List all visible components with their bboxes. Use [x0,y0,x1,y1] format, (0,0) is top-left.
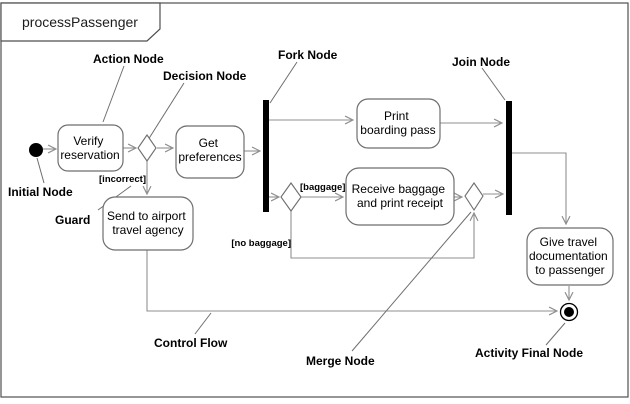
edge-join-to-give-travel [512,152,566,224]
edge-no-baggage-to-merge [290,211,474,259]
baggage-decision-diamond [280,182,302,212]
guard-incorrect: [incorrect] [99,174,146,185]
decision-node-diamond [137,134,157,162]
pointer-initial-node [36,157,45,184]
label-guard: Guard [55,213,90,227]
diagram-title-tab [0,2,161,42]
diagram-title: processPassenger [22,14,138,30]
receive-baggage-label: Receive baggage and print receipt [352,182,449,210]
label-join-node: Join Node [452,55,510,69]
pointer-fork-node [269,61,298,104]
action-receive-baggage [345,167,455,226]
give-travel-docs-label: Give travel documentation to passenger [529,235,611,277]
merge-node-diamond [464,182,484,212]
pointer-action-node [102,65,125,123]
action-give-travel-docs [526,227,614,286]
diagram-frame [0,2,629,398]
guard-baggage: [baggage] [300,182,345,193]
fork-node-bar [263,100,269,212]
pointer-merge-node [351,211,472,352]
label-activity-final-node: Activity Final Node [475,346,583,360]
activity-final-node [564,307,574,317]
action-send-to-airport [102,196,194,251]
pointer-join-node [481,67,506,101]
join-node-bar [506,101,512,215]
pointer-decision-node [147,82,185,141]
print-boarding-pass-label: Print boarding pass [360,109,435,137]
edge-send-airport-to-final [146,250,557,311]
action-verify-reservation [57,124,124,172]
label-decision-node: Decision Node [163,69,247,83]
label-action-node: Action Node [93,52,164,66]
label-merge-node: Merge Node [306,354,375,368]
action-get-preferences [175,125,245,179]
verify-reservation-label: Verify reservation [60,134,119,162]
label-control-flow: Control Flow [154,336,228,350]
pointer-activity-final-node [545,322,566,346]
guard-no-baggage: [no baggage] [231,238,291,249]
pointer-control-flow [194,312,212,335]
label-fork-node: Fork Node [278,48,338,62]
initial-node [29,143,43,157]
action-print-boarding-pass [356,98,441,149]
label-initial-node: Initial Node [8,185,73,199]
get-preferences-label: Get preferences [178,136,241,164]
send-to-airport-label: Send to airport travel agency [107,209,189,237]
